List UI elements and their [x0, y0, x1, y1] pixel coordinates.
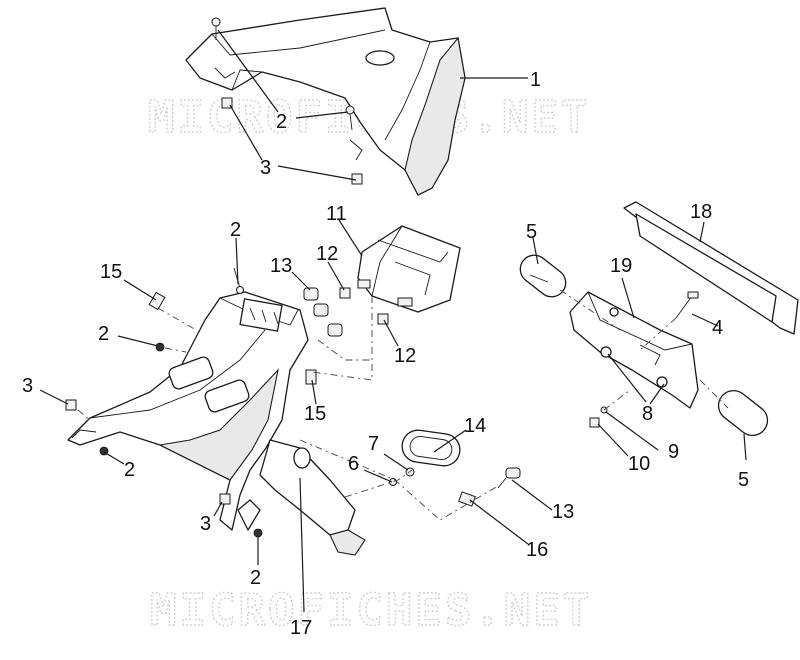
rubber-pad-upper[interactable] [515, 250, 572, 303]
callout-13: 13 [552, 501, 574, 523]
callout-13: 13 [270, 255, 292, 277]
callout-3: 3 [260, 157, 271, 179]
callout-17: 17 [290, 617, 312, 639]
rear-frame-bracket[interactable] [67, 291, 366, 556]
callout-14: 14 [464, 415, 486, 437]
callout-11: 11 [326, 203, 347, 225]
nut-3-lower[interactable] [219, 493, 231, 505]
watermark-bottom: MICROFICHES.NET [150, 585, 592, 636]
callout-5: 5 [738, 469, 749, 491]
callout-2: 2 [124, 459, 135, 481]
callout-6: 6 [348, 453, 359, 475]
callout-2: 2 [98, 323, 109, 345]
spacer-15-right[interactable] [305, 369, 317, 385]
callout-3: 3 [200, 513, 211, 535]
callout-2: 2 [276, 111, 287, 133]
nut-top-left[interactable] [221, 97, 233, 109]
bolt-4[interactable] [675, 291, 699, 319]
callout-2: 2 [250, 567, 261, 589]
screw-bracket-top[interactable] [233, 267, 244, 294]
rubber-pad-lower[interactable] [712, 385, 773, 442]
license-plate[interactable] [623, 201, 799, 335]
nut-2-bottom[interactable] [253, 528, 263, 538]
callout-9: 9 [668, 441, 679, 463]
callout-numbers: 1 2 3 11 2 15 13 12 2 12 3 15 2 7 14 6 3… [22, 69, 749, 639]
license-plate-bracket[interactable] [569, 291, 699, 409]
rear-tail-cover[interactable] [185, 7, 466, 196]
clip-12-upper[interactable] [339, 287, 351, 299]
clip-12-lower[interactable] [377, 313, 389, 325]
callout-7: 7 [368, 433, 379, 455]
reflector[interactable] [400, 428, 462, 468]
spacer-15-left[interactable] [148, 291, 166, 311]
callout-18: 18 [690, 201, 712, 223]
callout-15: 15 [304, 403, 326, 425]
callout-12: 12 [394, 345, 416, 367]
electrical-box-cover[interactable] [357, 225, 461, 313]
callout-10: 10 [628, 453, 650, 475]
callout-15: 15 [100, 261, 122, 283]
clip-16[interactable] [458, 491, 476, 507]
callout-16: 16 [526, 539, 548, 561]
callout-5: 5 [526, 221, 537, 243]
nut-2-left[interactable] [155, 342, 165, 352]
bolt-13-upper-a[interactable] [303, 287, 343, 337]
nut-10[interactable] [589, 417, 600, 428]
callout-4: 4 [712, 317, 723, 339]
callout-8: 8 [642, 403, 653, 425]
callout-12: 12 [316, 243, 338, 265]
callout-3: 3 [22, 375, 33, 397]
screw-top-left[interactable] [211, 17, 221, 40]
callout-2: 2 [230, 219, 241, 241]
nut-3-left[interactable] [65, 399, 77, 411]
bolt-13-lower[interactable] [497, 467, 521, 489]
assembly-lines [77, 289, 729, 521]
leader-lines [39, 29, 747, 613]
callout-19: 19 [610, 255, 632, 277]
callout-1: 1 [530, 69, 541, 91]
